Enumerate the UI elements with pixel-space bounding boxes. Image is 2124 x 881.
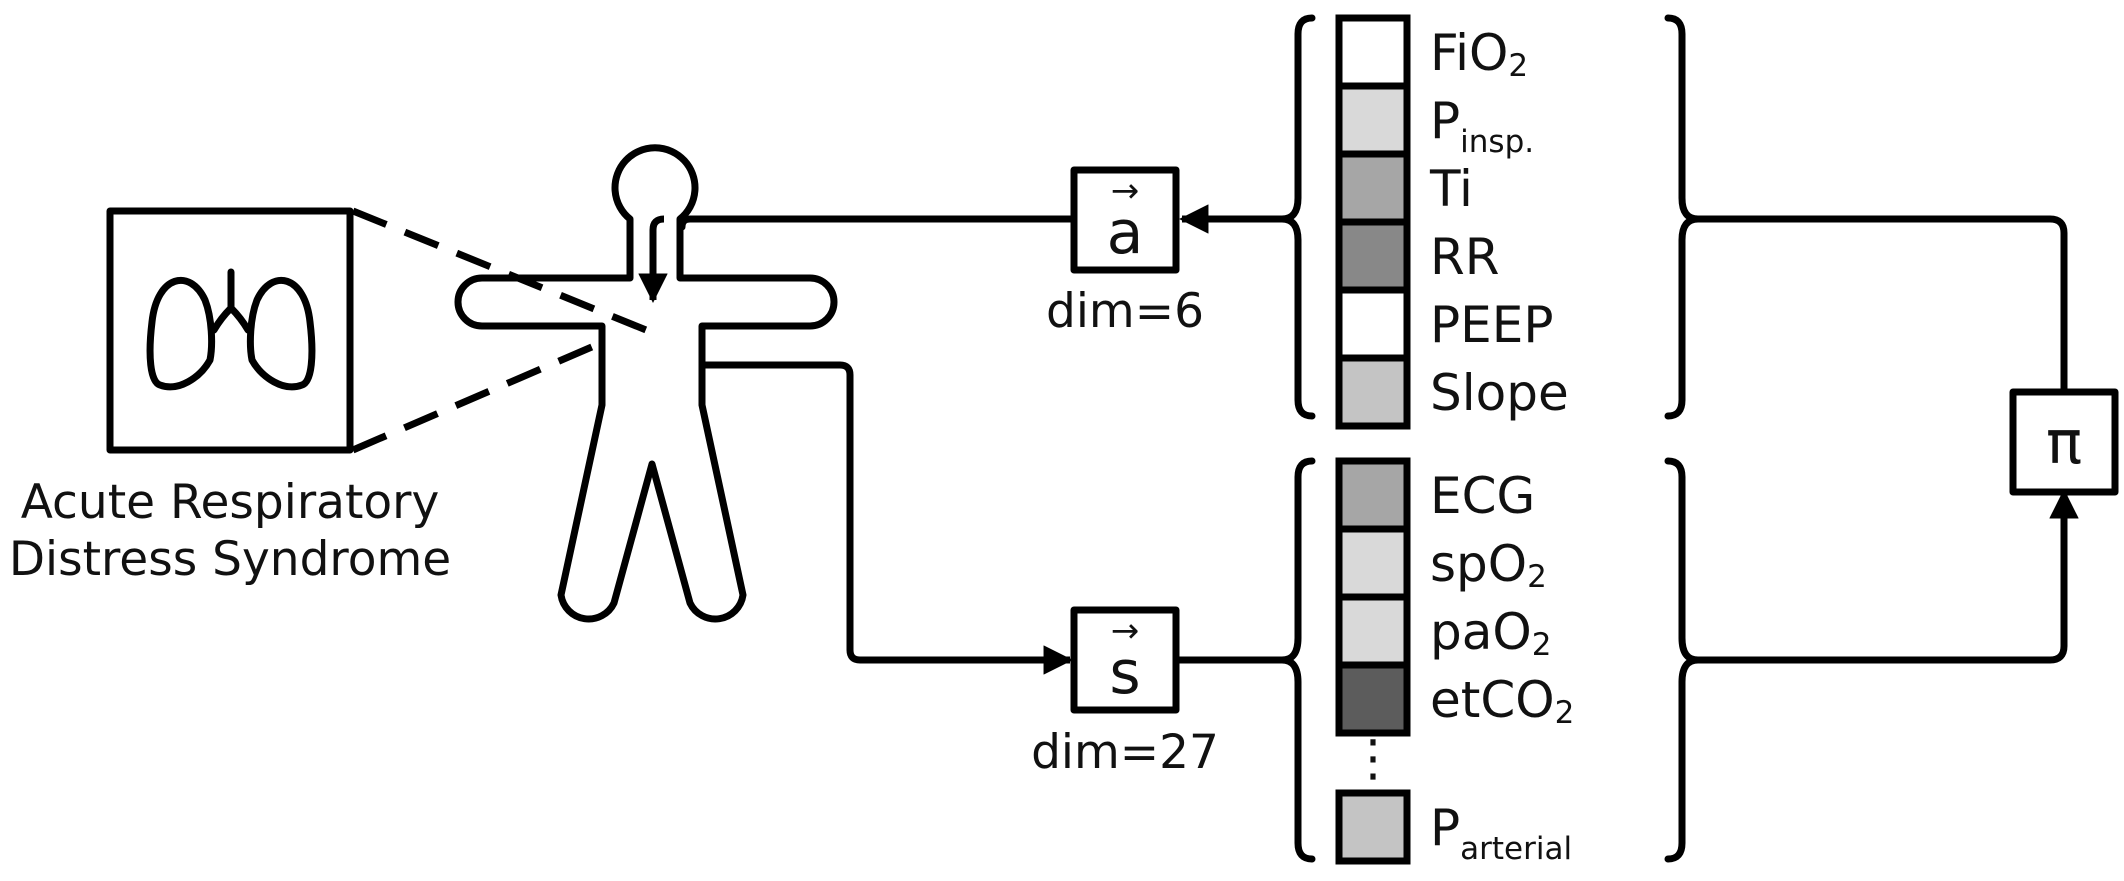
curly-brace-icon — [1664, 14, 1702, 863]
state-item-label: ECG — [1430, 467, 1535, 525]
state-item-label-subscript: 2 — [1555, 695, 1575, 731]
action-item-label: Pinsp. — [1430, 92, 1534, 160]
state-item-label-text: spO — [1430, 535, 1527, 593]
action-arrow-icon: → — [1111, 171, 1140, 211]
action-item-cell — [1335, 354, 1411, 430]
state-item-label-subscript: 2 — [1532, 627, 1552, 663]
lungs-icon — [146, 268, 316, 391]
action-dim-label: dim=6 — [1046, 284, 1204, 339]
action-item-cell — [1335, 286, 1411, 362]
curly-brace-icon — [1278, 14, 1316, 863]
state-arrow-icon: → — [1111, 611, 1140, 651]
action-item-label-text: FiO — [1430, 24, 1508, 82]
action-item-label-text: Ti — [1429, 160, 1473, 218]
state-item-cell — [1335, 525, 1411, 601]
state-item-last-label-text: P — [1430, 799, 1460, 857]
action-item-label: PEEP — [1430, 296, 1554, 354]
action-item-cell — [1335, 150, 1411, 226]
action-item-label-text: Slope — [1430, 364, 1569, 422]
action-item-label-subscript: insp. — [1460, 124, 1534, 160]
policy-connector — [1698, 215, 2079, 664]
state-ellipsis: ⋮ — [1348, 729, 1398, 787]
zoom-lines — [351, 207, 648, 454]
state-item-cell — [1335, 457, 1411, 533]
policy-box: π — [2009, 388, 2119, 496]
action-item-label: RR — [1430, 228, 1499, 286]
state-item-cell — [1335, 661, 1411, 737]
state-connector — [704, 361, 1290, 675]
state-item-label-text: etCO — [1430, 671, 1555, 729]
condition-label-line1: Acute Respiratory — [21, 475, 440, 530]
action-connector — [638, 204, 1284, 303]
action-vector-box: → a — [1070, 166, 1180, 274]
action-item-label-subscript: 2 — [1508, 48, 1528, 84]
action-item-label-text: PEEP — [1430, 296, 1554, 354]
state-item-label-text: paO — [1430, 603, 1532, 661]
action-symbol: a — [1107, 198, 1144, 268]
action-item-label: Ti — [1429, 160, 1473, 218]
state-item-last-cell — [1335, 789, 1411, 865]
action-item-label: FiO2 — [1430, 24, 1528, 84]
action-item-cell — [1335, 14, 1411, 90]
human-body-icon — [454, 144, 838, 623]
state-item-label-subscript: 2 — [1527, 559, 1547, 595]
state-vector-box: → s — [1070, 606, 1180, 714]
lungs-panel — [106, 207, 354, 454]
state-item-cell — [1335, 593, 1411, 669]
state-item-label: spO2 — [1430, 535, 1547, 595]
action-item-label: Slope — [1430, 364, 1569, 422]
action-item-label-text: P — [1430, 92, 1460, 150]
state-symbol: s — [1109, 638, 1140, 708]
action-item-label-text: RR — [1430, 228, 1499, 286]
state-dim-label: dim=27 — [1031, 725, 1219, 780]
state-item-label: etCO2 — [1430, 671, 1574, 731]
state-item-last-label: Parterial — [1430, 799, 1572, 867]
state-item-last-label-subscript: arterial — [1460, 831, 1572, 867]
condition-label-line2: Distress Syndrome — [9, 532, 451, 587]
state-item-label-text: ECG — [1430, 467, 1535, 525]
state-item-label: paO2 — [1430, 603, 1551, 663]
action-item-cell — [1335, 82, 1411, 158]
policy-symbol: π — [2046, 408, 2082, 478]
action-item-cell — [1335, 218, 1411, 294]
